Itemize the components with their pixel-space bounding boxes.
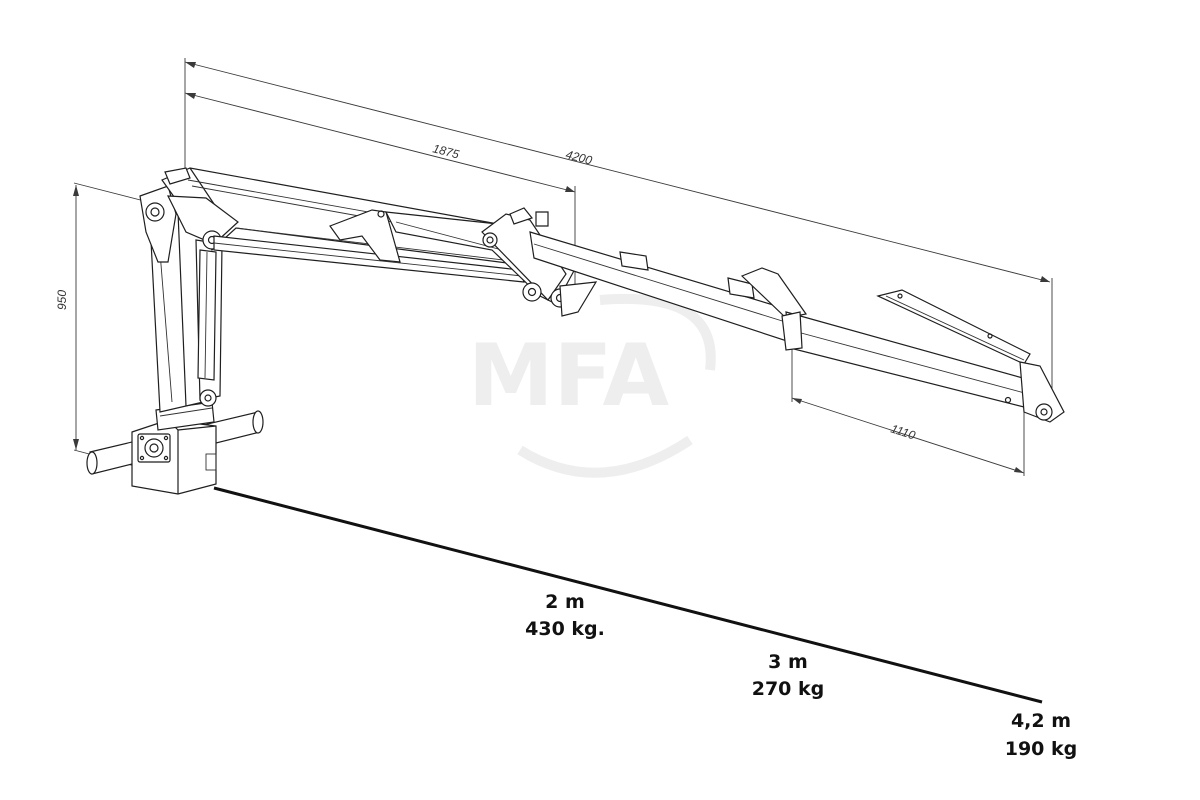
dimension-1110-label: 1110 <box>889 422 917 443</box>
load-point-3-load: 190 kg <box>1005 738 1078 760</box>
load-point-2: 3 m 270 kg <box>752 651 825 700</box>
boom-bracket <box>329 209 401 263</box>
dimension-4200-label: 4200 <box>564 147 594 167</box>
dimension-4200: 4200 <box>184 58 1053 390</box>
dimension-950-label: 950 <box>55 290 69 310</box>
watermark-logo: MFA <box>468 293 716 478</box>
column-cylinder <box>197 249 217 381</box>
dimension-1875-label: 1875 <box>431 141 461 161</box>
load-point-1-load: 430 kg. <box>525 618 605 640</box>
load-point-2-reach: 3 m <box>768 651 808 673</box>
hose-bracket <box>876 289 1031 365</box>
watermark-text: MFA <box>468 326 669 426</box>
dimension-950: 950 <box>55 182 161 471</box>
reach-line <box>213 486 1043 704</box>
load-point-2-load: 270 kg <box>752 678 825 700</box>
outer-boom <box>529 231 808 345</box>
boom-cylinder <box>213 235 525 283</box>
telescopic-extension <box>781 311 1037 411</box>
base-block <box>131 419 217 495</box>
boom-tip <box>1004 361 1065 423</box>
load-point-3: 4,2 m 190 kg <box>1005 710 1078 760</box>
secondary-arm <box>384 207 598 317</box>
load-point-1: 2 m 430 kg. <box>525 591 605 640</box>
dimension-1875: 1875 <box>184 92 576 300</box>
load-point-1-reach: 2 m <box>545 591 585 613</box>
load-point-3-reach: 4,2 m <box>1011 710 1071 732</box>
